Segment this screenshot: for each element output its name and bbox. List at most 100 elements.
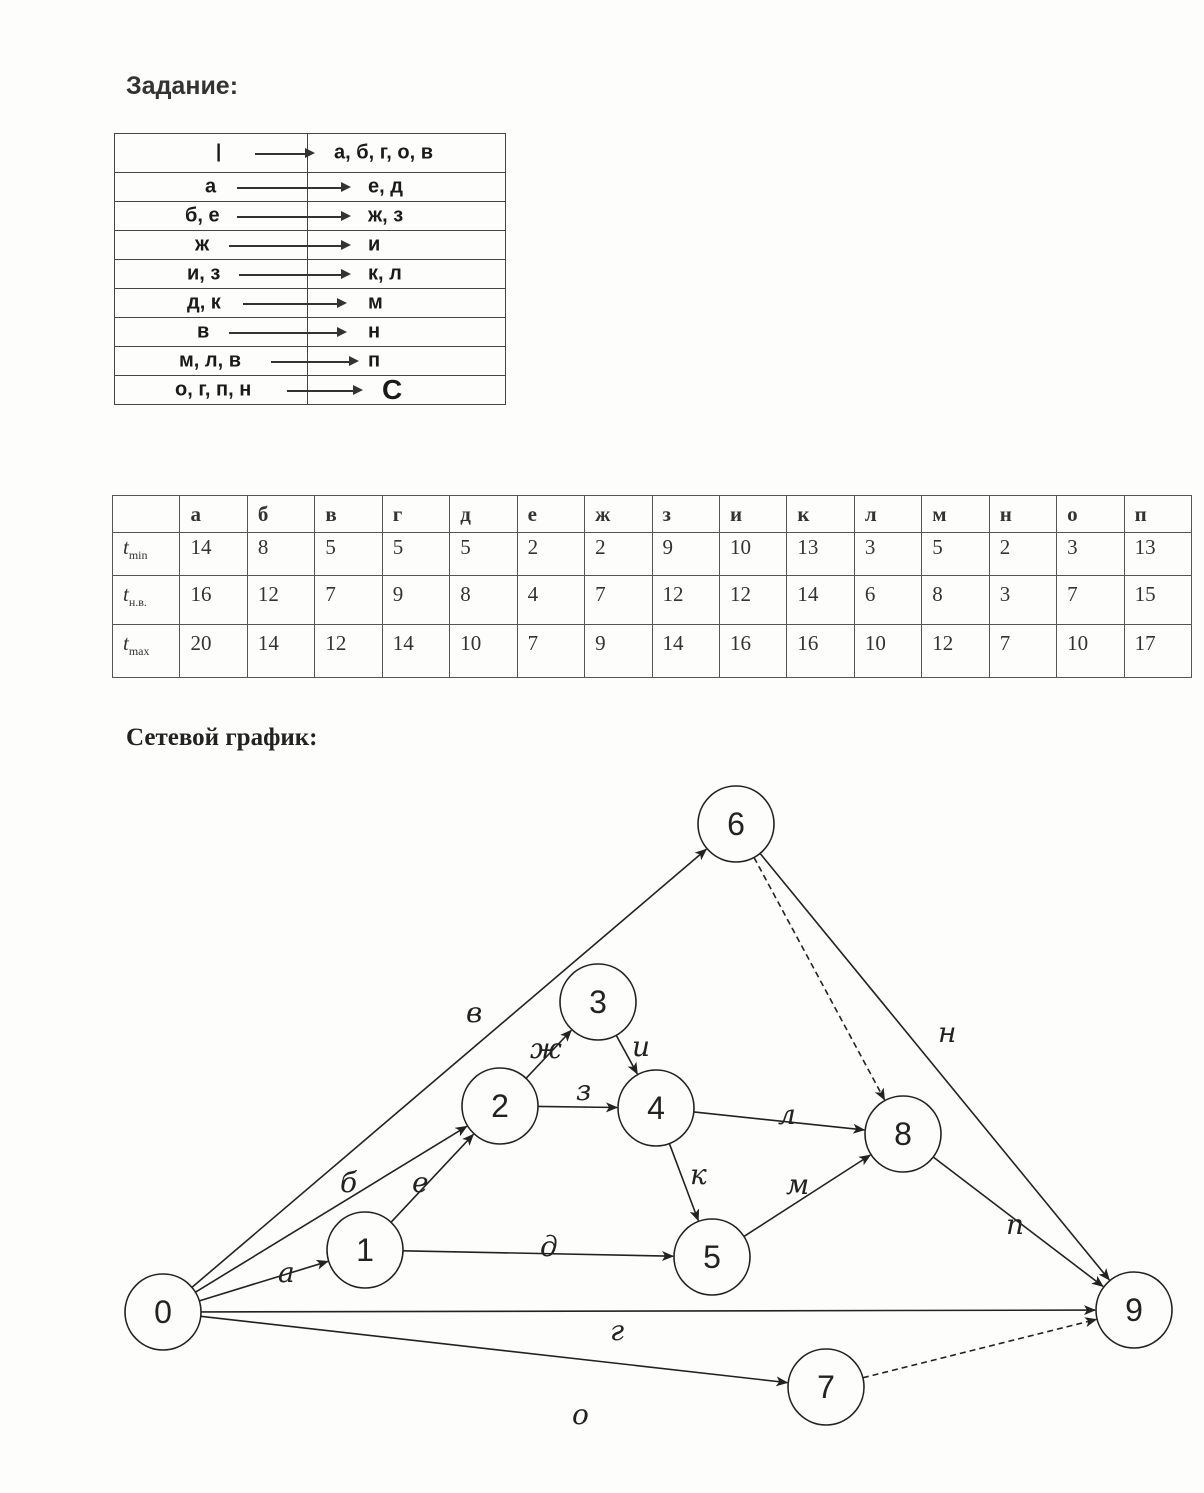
edge-0-7	[200, 1315, 789, 1387]
dependency-row: м, л, в п	[114, 346, 506, 376]
node-1	[326, 1211, 404, 1289]
durations-row-header: tmin	[111, 532, 181, 576]
dependency-row: а е, д	[114, 172, 506, 202]
durations-column-header: д	[449, 495, 518, 533]
dependency-predecessors: о, г, п, н	[175, 378, 252, 401]
edge-6-8	[753, 857, 886, 1101]
durations-cell: 13	[786, 532, 855, 576]
edge-label: н	[938, 1016, 956, 1049]
dependency-predecessors-cell: ж	[114, 230, 351, 260]
edge-label: п	[1006, 1208, 1024, 1241]
durations-cell: 14	[651, 624, 720, 678]
durations-cell: 5	[449, 532, 518, 576]
node-5	[673, 1218, 751, 1296]
durations-cell: 6	[853, 575, 923, 625]
dependency-successors-cell: и	[307, 230, 506, 260]
dependency-successors-cell: н	[307, 317, 506, 347]
durations-cell: 15	[1123, 575, 1193, 625]
durations-column-header: а	[179, 495, 248, 533]
node-4	[617, 1069, 695, 1147]
node-0	[124, 1273, 202, 1351]
dependency-successors-cell: м	[307, 288, 506, 318]
durations-column-header: н	[988, 495, 1058, 533]
durations-cell: 3	[853, 532, 923, 576]
durations-cell: 20	[179, 624, 248, 678]
dependency-successors: и	[368, 233, 381, 256]
dependency-predecessors-cell: а	[114, 172, 351, 202]
dependency-predecessors: ж	[195, 233, 210, 256]
durations-cell: 9	[381, 575, 451, 625]
durations-cell: 5	[381, 532, 451, 576]
dependency-successors-cell: С	[307, 374, 506, 405]
dependency-predecessors: а	[205, 175, 217, 198]
edge-0-6	[191, 848, 708, 1288]
edge-label: б	[340, 1166, 358, 1199]
edge-label: к	[690, 1158, 707, 1191]
durations-cell: 2	[584, 532, 653, 576]
edge-2-4	[537, 1102, 619, 1113]
dependency-successors: С	[382, 374, 403, 405]
durations-cell: 12	[921, 624, 990, 678]
durations-row-subscript: min	[128, 548, 148, 563]
edge-label: и	[632, 1030, 650, 1063]
durations-column-header: е	[516, 495, 586, 533]
durations-column-header: м	[921, 495, 990, 533]
edge-label: о	[572, 1398, 589, 1431]
durations-cell: 5	[314, 532, 383, 576]
edge-label: м	[786, 1168, 809, 1201]
dependency-predecessors: б, е	[185, 204, 220, 227]
durations-cell: 14	[381, 624, 451, 678]
edge-0-9	[200, 1305, 1097, 1316]
durations-column-header: о	[1056, 495, 1125, 533]
durations-cell: 12	[246, 575, 316, 625]
node-label: 1	[356, 1232, 374, 1268]
dependency-successors: е, д	[368, 175, 403, 198]
durations-column-header: ж	[584, 495, 653, 533]
edge-4-8	[693, 1111, 866, 1134]
node-label: 6	[727, 806, 745, 842]
edge-label: л	[778, 1098, 796, 1131]
dependency-successors: ж, з	[368, 204, 404, 227]
dependency-successors-cell: к, л	[307, 259, 506, 289]
dependency-row: б, е ж, з	[114, 201, 506, 231]
durations-cell: 3	[1056, 532, 1125, 576]
durations-cell: 14	[786, 575, 855, 625]
dependency-predecessors: в	[197, 320, 210, 343]
edge-1-5	[402, 1249, 675, 1261]
network-heading: Сетевой график:	[126, 724, 318, 751]
durations-column-header: и	[718, 495, 788, 533]
durations-cell: 7	[516, 624, 586, 678]
dependency-successors: к, л	[368, 262, 402, 285]
durations-cell: 17	[1123, 624, 1193, 678]
dependency-successors: п	[368, 349, 381, 372]
node-label: 7	[817, 1369, 835, 1405]
durations-cell: 16	[179, 575, 248, 625]
dependency-predecessors-cell: б, е	[114, 201, 351, 231]
dependency-predecessors-cell: и, з	[114, 259, 351, 289]
durations-column-header: л	[853, 495, 923, 533]
node-8	[864, 1095, 942, 1173]
durations-cell: 10	[1056, 624, 1125, 678]
durations-cell: 2	[988, 532, 1058, 576]
durations-cell: 7	[988, 624, 1058, 678]
edge-5-8	[743, 1154, 872, 1238]
dependency-predecessors-cell: в	[114, 317, 347, 347]
edge-8-9	[932, 1156, 1104, 1288]
dependency-predecessors: м, л, в	[179, 349, 242, 372]
durations-corner-cell	[111, 495, 181, 533]
durations-row-header: tн.в.	[111, 575, 181, 625]
durations-cell: 7	[1056, 575, 1125, 625]
edge-label: г	[610, 1314, 624, 1347]
node-label: 0	[154, 1294, 172, 1330]
edge-label: а	[278, 1256, 295, 1289]
dependency-predecessors-cell: м, л, в	[114, 346, 359, 376]
durations-cell: 13	[1123, 532, 1193, 576]
node-label: 3	[589, 984, 607, 1020]
edge-0-2	[195, 1125, 468, 1293]
edge-6-9	[759, 852, 1110, 1281]
